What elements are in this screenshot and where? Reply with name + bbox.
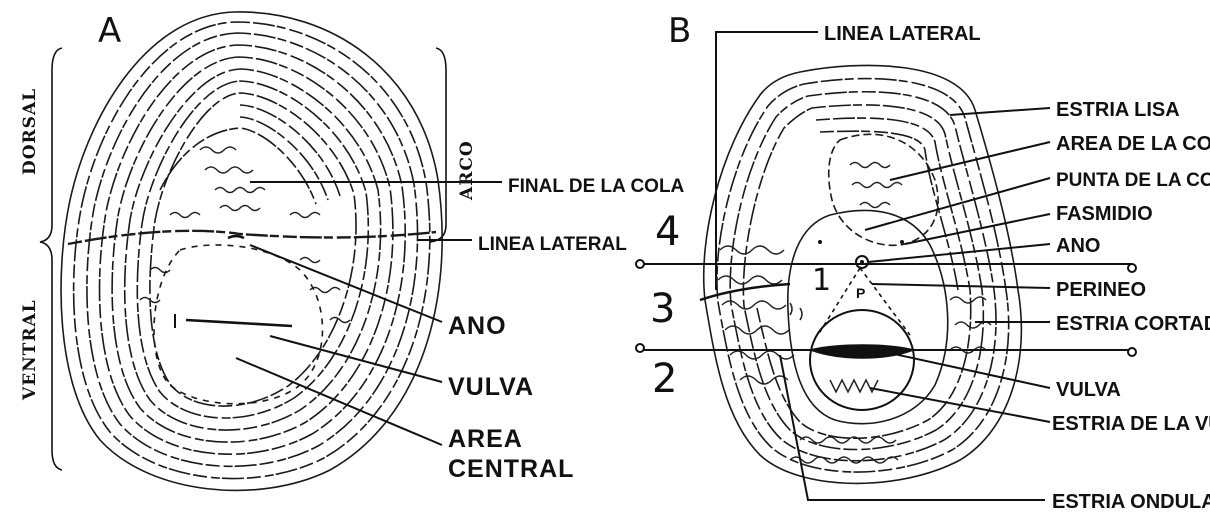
measure-upper-right-end bbox=[1128, 264, 1136, 272]
number-2: 2 bbox=[652, 356, 677, 402]
leader-estria-lisa bbox=[950, 108, 1050, 115]
label-linea-lateral-b: LINEA LATERAL bbox=[824, 23, 981, 45]
arco-label: ARCO bbox=[457, 140, 477, 201]
panel-a-cuticle-pattern bbox=[61, 12, 442, 490]
label-area-de-la-cola: AREA DE LA COLA bbox=[1056, 133, 1210, 155]
label-fasmidio: FASMIDIO bbox=[1056, 203, 1153, 225]
number-3: 3 bbox=[650, 286, 675, 332]
measure-lower-right-end bbox=[1128, 348, 1136, 356]
label-area-line2: CENTRAL bbox=[448, 455, 574, 483]
label-estria-ondulada: ESTRIA ONDULADA bbox=[1052, 491, 1210, 513]
label-punta-de-la-cola: PUNTA DE LA COLA bbox=[1056, 170, 1210, 191]
leader-area-de-la-cola bbox=[890, 142, 1050, 180]
label-estria-de-la-vulva: ESTRIA DE LA VULVA bbox=[1052, 413, 1210, 435]
measure-lower-left-end bbox=[636, 344, 644, 352]
ventral-label: VENTRAL bbox=[20, 299, 40, 401]
leader-fasmidio bbox=[905, 214, 1050, 244]
panel-b-cuticle-pattern bbox=[700, 65, 1021, 483]
leader-perineo bbox=[872, 284, 1050, 288]
panel-a-letter: A bbox=[98, 11, 121, 51]
panel-b: B bbox=[636, 11, 1210, 513]
label-estria-cortada: ESTRIA CORTADA bbox=[1056, 313, 1210, 335]
leader-ano-b bbox=[868, 244, 1050, 262]
arco-brace bbox=[430, 48, 446, 242]
leader-ano-a bbox=[250, 245, 442, 322]
perineo-marker: P bbox=[856, 285, 865, 301]
label-vulva-b: VULVA bbox=[1056, 379, 1121, 401]
label-ano-b: ANO bbox=[1056, 235, 1100, 257]
label-perineo: PERINEO bbox=[1056, 279, 1146, 301]
number-1: 1 bbox=[812, 263, 831, 298]
label-vulva-a: VULVA bbox=[448, 373, 534, 401]
panel-b-letter: B bbox=[668, 11, 691, 51]
measure-upper-left-end bbox=[636, 260, 644, 268]
label-linea-lateral-a: LINEA LATERAL bbox=[478, 234, 627, 255]
number-4: 4 bbox=[655, 209, 680, 255]
dorsal-label: DORSAL bbox=[20, 88, 40, 175]
label-final-de-la-cola: FINAL DE LA COLA bbox=[508, 176, 685, 197]
dorsal-ventral-brace bbox=[40, 48, 62, 470]
label-area-line1: AREA bbox=[448, 425, 523, 453]
label-ano-a: ANO bbox=[448, 312, 507, 340]
label-estria-lisa: ESTRIA LISA bbox=[1056, 99, 1180, 121]
panel-a: A DORSAL VENTRAL ARCO bbox=[20, 11, 685, 490]
